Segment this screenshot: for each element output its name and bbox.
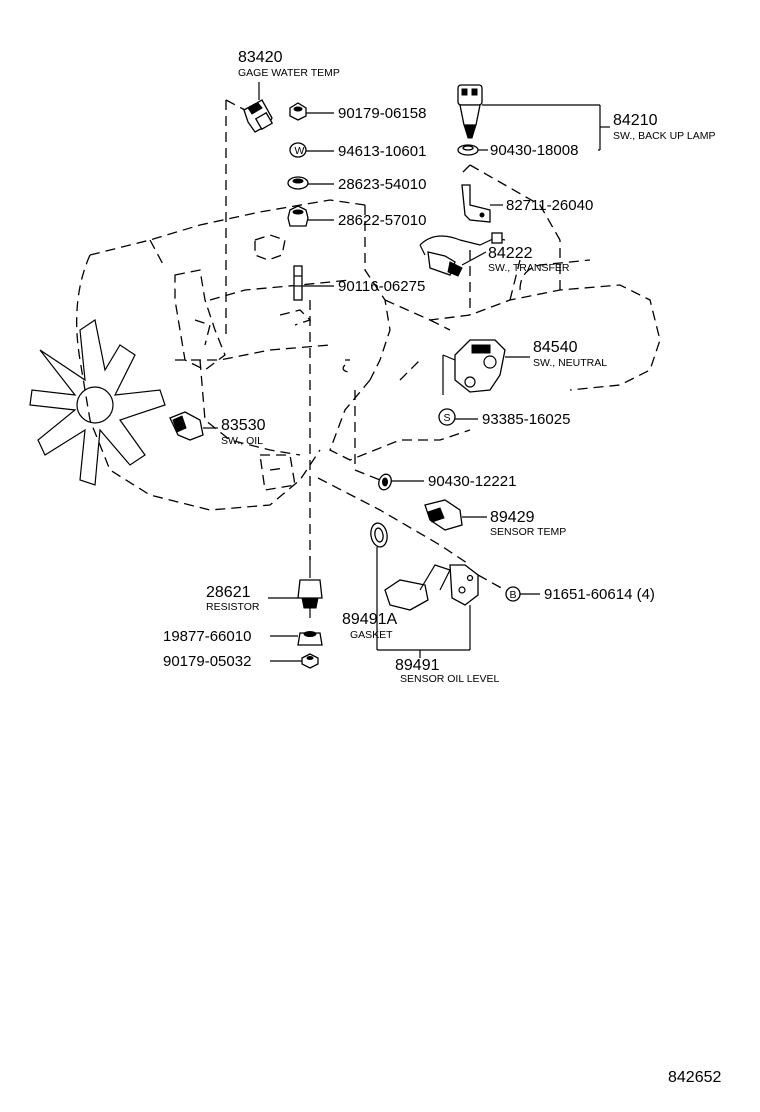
screw-s-part: S <box>438 408 456 426</box>
part-number-90430-12221: 90430-12221 <box>428 473 516 490</box>
fan-drawing <box>29 319 166 486</box>
part-number-89491a: 89491A <box>342 611 397 628</box>
bracket-part <box>461 184 491 223</box>
part-number-90179-06158: 90179-06158 <box>338 105 426 122</box>
grommet-part <box>287 205 309 227</box>
svg-text:B: B <box>510 589 517 601</box>
part-name-84540: SW., NEUTRAL <box>533 357 607 369</box>
part-number-83530: 83530 <box>221 417 266 434</box>
engine-outline <box>76 99 661 591</box>
gasket-89491a-part <box>370 522 388 548</box>
part-number-93385-16025: 93385-16025 <box>482 411 570 428</box>
svg-text:S: S <box>444 412 451 424</box>
part-number-90179-05032: 90179-05032 <box>163 653 251 670</box>
nut-part <box>289 102 307 121</box>
insulator-part <box>287 176 309 190</box>
part-number-84222: 84222 <box>488 245 533 262</box>
part-number-28622-57010: 28622-57010 <box>338 212 426 229</box>
part-name-89491: SENSOR OIL LEVEL <box>400 673 500 685</box>
part-number-89491: 89491 <box>395 657 440 674</box>
svg-text:W: W <box>295 145 305 157</box>
part-number-94613-10601: 94613-10601 <box>338 143 426 160</box>
part-labels: 83420 GAGE WATER TEMP 90179-06158 94613-… <box>163 49 721 1086</box>
transfer-switch-part <box>419 232 506 277</box>
part-number-90430-18008: 90430-18008 <box>490 142 578 159</box>
part-number-84210: 84210 <box>613 112 658 129</box>
washer-w-part: W <box>289 142 307 158</box>
part-number-82711-26040: 82711-26040 <box>506 197 593 214</box>
leader-lines <box>203 82 610 662</box>
part-number-91651-60614: 91651-60614 (4) <box>544 586 655 603</box>
part-name-84210: SW., BACK UP LAMP <box>613 130 716 142</box>
oil-switch-part <box>169 411 204 441</box>
back-up-lamp-switch-part <box>457 84 483 139</box>
diagram-id: 842652 <box>668 1069 721 1086</box>
part-number-83420: 83420 <box>238 49 283 66</box>
gage-water-temp-part <box>243 99 274 133</box>
nut-05032-part <box>301 653 319 669</box>
part-number-90116-06275: 90116-06275 <box>338 278 425 295</box>
part-number-19877-66010: 19877-66010 <box>163 628 251 645</box>
gasket-18008-part <box>457 144 479 156</box>
neutral-switch-part <box>442 339 506 395</box>
part-number-28623-54010: 28623-54010 <box>338 176 426 193</box>
part-number-28621: 28621 <box>206 584 251 601</box>
insulator-19877-part <box>297 631 323 646</box>
part-number-89429: 89429 <box>490 509 535 526</box>
sensor-temp-part <box>424 499 463 531</box>
stud-part <box>293 265 303 301</box>
part-number-84540: 84540 <box>533 339 578 356</box>
resistor-part <box>297 556 323 618</box>
part-name-83420: GAGE WATER TEMP <box>238 67 340 79</box>
part-name-28621: RESISTOR <box>206 601 260 613</box>
part-name-84222: SW., TRANSFER <box>488 262 570 274</box>
gasket-12221-part <box>378 473 392 491</box>
part-name-83530: SW., OIL <box>221 435 263 447</box>
bolt-b-part: B <box>505 586 521 602</box>
sensor-oil-level-part <box>384 564 479 611</box>
part-name-89491a: GASKET <box>350 629 393 641</box>
part-name-89429: SENSOR TEMP <box>490 526 566 538</box>
